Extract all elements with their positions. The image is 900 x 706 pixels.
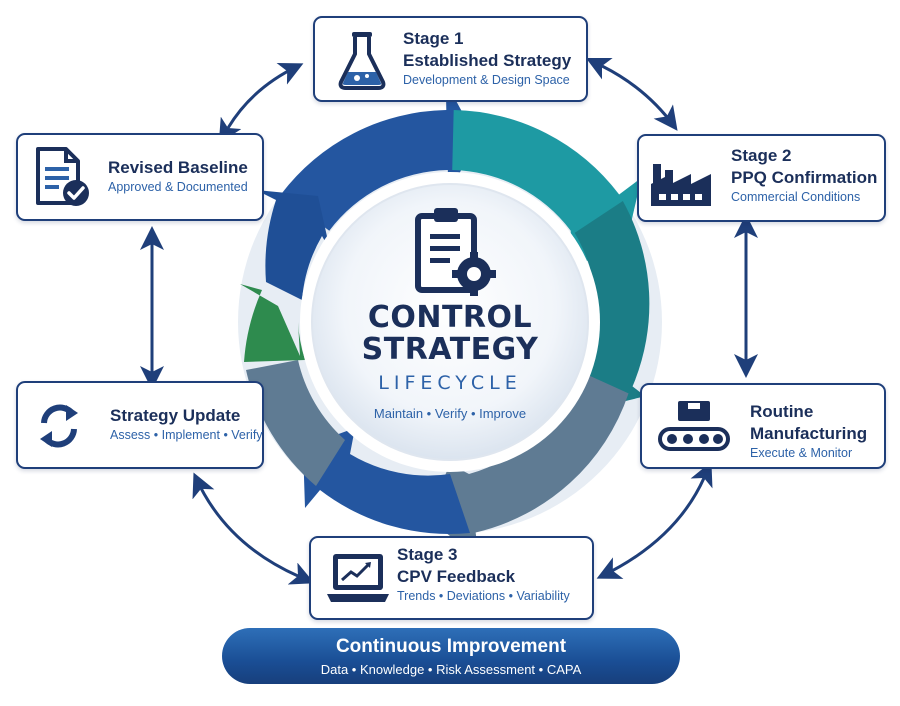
stage3-subtitle: Trends • Deviations • Variability [397, 589, 570, 603]
center-title-block: CONTROL STRATEGY LIFECYCLE Maintain • Ve… [330, 300, 570, 422]
center-title-line1: CONTROL [367, 300, 533, 335]
stage2-label: Stage 2 [731, 146, 792, 165]
laptop-chart-icon [327, 554, 389, 602]
stage1-subtitle: Development & Design Space [403, 73, 570, 87]
document-check-icon [36, 147, 89, 206]
stage2-card: Stage 2 PPQ Confirmation Commercial Cond… [637, 134, 886, 222]
ring-segment-8 [256, 190, 330, 300]
stage3-title: CPV Feedback [397, 567, 516, 586]
routine-manufacturing-card: Routine Manufacturing Execute & Monitor [640, 383, 886, 469]
center-subtitle: Maintain • Verify • Improve [373, 406, 527, 421]
stage3-label: Stage 3 [397, 545, 458, 564]
continuous-improvement-banner: Continuous Improvement Data • Knowledge … [222, 628, 680, 684]
connector-revised-to-stage1 [218, 62, 304, 144]
banner-title: Continuous Improvement [335, 636, 567, 657]
routine-title-line1: Routine [750, 402, 814, 421]
revised-baseline-title: Revised Baseline [108, 158, 248, 177]
strategy-update-card: Strategy Update Assess • Implement • Ver… [16, 381, 264, 469]
flask-icon [338, 32, 386, 90]
banner-subtitle: Data • Knowledge • Risk Assessment • CAP… [320, 662, 582, 677]
routine-title-line2: Manufacturing [750, 424, 868, 443]
revised-baseline-subtitle: Approved & Documented [108, 180, 248, 194]
stage2-title: PPQ Confirmation [731, 168, 878, 187]
stage2-subtitle: Commercial Conditions [731, 190, 861, 204]
connector-stage3-to-strategy [192, 472, 315, 585]
connector-stage1-to-stage2 [585, 57, 678, 131]
ring-segment-4 [427, 369, 629, 560]
center-title-line2: STRATEGY [361, 332, 539, 367]
routine-subtitle: Execute & Monitor [750, 446, 853, 460]
ring-segment-7 [240, 284, 305, 362]
center-title-line3: LIFECYCLE [378, 372, 522, 394]
strategy-update-title: Strategy Update [110, 406, 241, 425]
stage1-label: Stage 1 [403, 29, 464, 48]
conveyor-icon [658, 401, 730, 451]
stage1-card: Stage 1 Established Strategy Development… [313, 16, 588, 102]
hub-inner [311, 183, 589, 461]
strategy-update-subtitle: Assess • Implement • Verify [110, 428, 263, 442]
factory-icon [651, 164, 711, 206]
refresh-cycle-icon [40, 404, 78, 448]
connector-routine-to-stage3 [596, 461, 713, 579]
ring-segment-1 [280, 82, 477, 231]
clipboard-gear-icon [415, 208, 496, 296]
stage3-card: Stage 3 CPV Feedback Trends • Deviations… [309, 536, 594, 620]
revised-baseline-card: Revised Baseline Approved & Documented [16, 133, 264, 221]
ring-segment-5 [303, 428, 470, 535]
stage1-title: Established Strategy [403, 51, 572, 70]
ring-segment-6 [246, 360, 345, 486]
